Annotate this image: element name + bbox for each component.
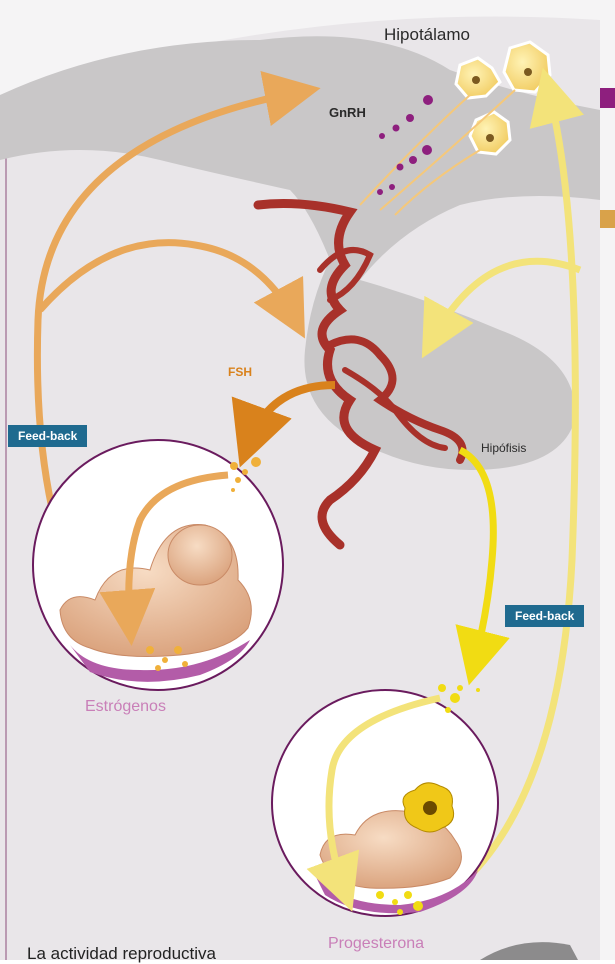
- edge-tab-orange: [600, 210, 615, 228]
- ovary-follicle-circle: [33, 440, 283, 690]
- body-text-caption: La actividad reproductiva: [27, 944, 216, 964]
- feedback-arrow-estrogen-to-pituitary: [40, 243, 295, 320]
- decorative-corner-shape: [480, 942, 578, 960]
- gnrh-label: GnRH: [329, 105, 366, 120]
- lh-arrow-to-corpus-luteum: [460, 450, 493, 665]
- progesterone-label: Progesterona: [328, 935, 424, 953]
- feedback-badge-left: Feed-back: [8, 425, 87, 447]
- hypothalamus-shape: [0, 36, 600, 470]
- feedback-badge-right: Feed-back: [505, 605, 584, 627]
- fsh-label: FSH: [228, 365, 252, 379]
- ovary-corpus-luteum-circle: [272, 684, 498, 916]
- hypothalamus-label: Hipotálamo: [384, 25, 470, 45]
- pituitary-label: Hipófisis: [481, 441, 526, 455]
- estrogen-label: Estrógenos: [85, 698, 166, 716]
- edge-tab-purple: [600, 88, 615, 108]
